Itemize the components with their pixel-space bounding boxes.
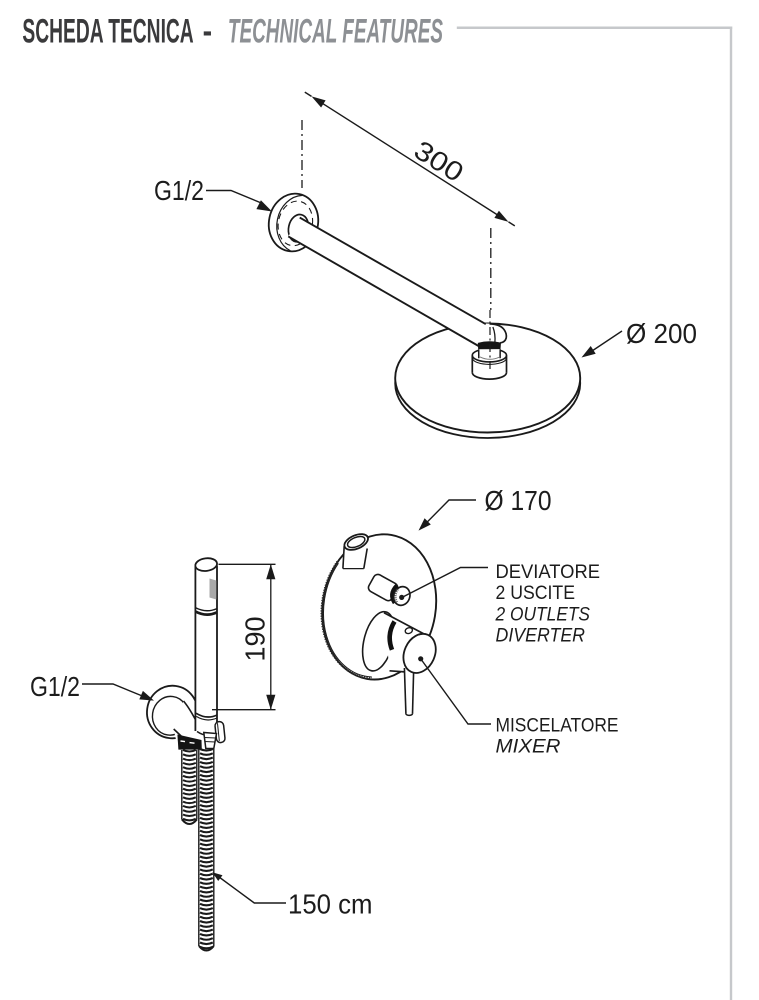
svg-text:150 cm: 150 cm [288, 889, 373, 920]
svg-text:Ø 170: Ø 170 [485, 485, 552, 516]
svg-text:DIVERTER: DIVERTER [496, 625, 586, 647]
svg-text:300: 300 [409, 135, 469, 188]
svg-text:DEVIATORE: DEVIATORE [496, 561, 601, 583]
svg-text:TECHNICAL FEATURES: TECHNICAL FEATURES [228, 13, 443, 51]
svg-text:2 OUTLETS: 2 OUTLETS [495, 604, 590, 626]
svg-text:Ø 200: Ø 200 [626, 318, 697, 349]
svg-text:190: 190 [240, 617, 271, 662]
svg-text:G1/2: G1/2 [30, 671, 80, 702]
svg-text:MIXER: MIXER [496, 736, 561, 758]
svg-text:MISCELATORE: MISCELATORE [496, 715, 619, 737]
svg-text:SCHEDA TECNICA: SCHEDA TECNICA [22, 13, 193, 51]
svg-text:2 USCITE: 2 USCITE [496, 582, 576, 604]
svg-text:G1/2: G1/2 [154, 175, 204, 206]
svg-text:-: - [203, 13, 213, 51]
